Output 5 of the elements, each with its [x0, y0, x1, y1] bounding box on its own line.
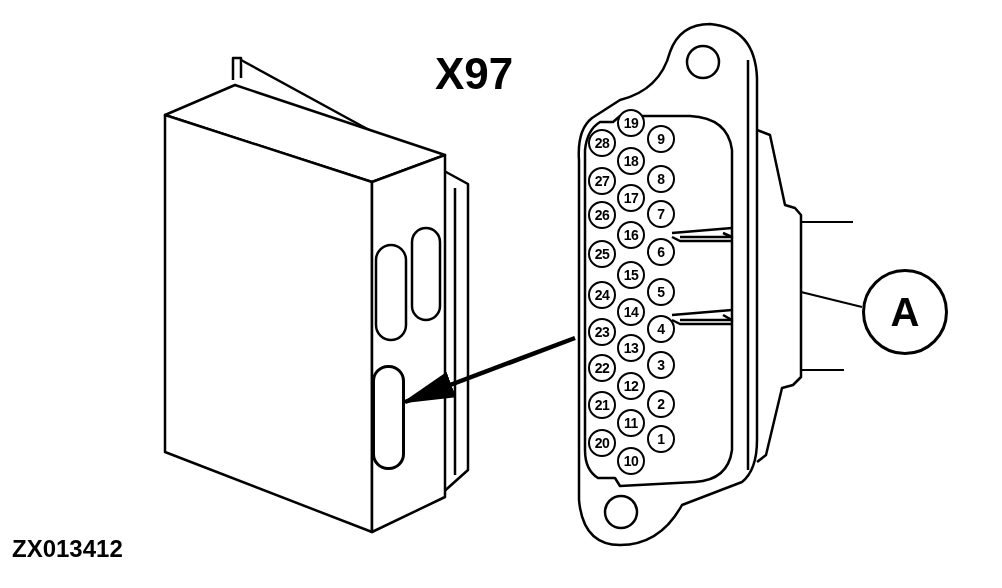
socket-slot — [372, 365, 405, 470]
figure-number: ZX013412 — [12, 537, 123, 561]
connector-label: X97 — [435, 52, 514, 96]
callout-letter: A — [862, 269, 948, 355]
leader-line — [800, 290, 863, 309]
